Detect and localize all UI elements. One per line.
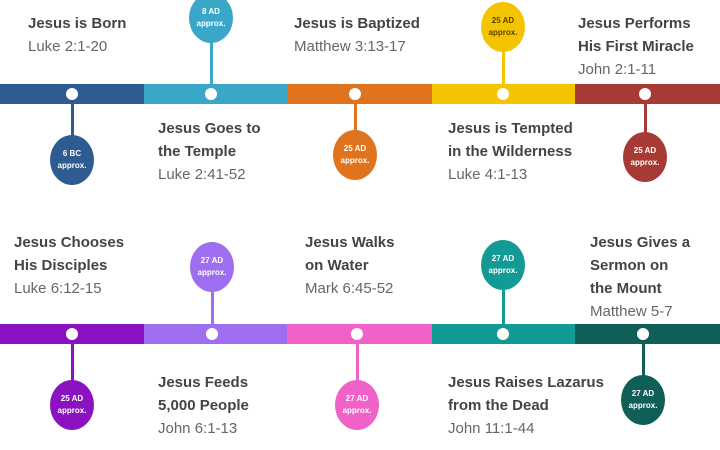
connector-line: [643, 94, 647, 157]
event-title: His First Miracle: [578, 38, 694, 55]
connector-line: [209, 18, 213, 94]
event-title: Jesus is Baptized: [294, 15, 420, 32]
date-label: 25 AD: [60, 394, 84, 403]
scripture-reference: Luke 2:1-20: [28, 38, 108, 55]
scripture-reference: John 6:1-13: [158, 420, 238, 437]
date-badge: 27 AD approx.: [335, 380, 379, 430]
date-badge: 6 BC approx.: [50, 135, 94, 185]
event-title: Jesus Chooses: [14, 234, 125, 251]
scripture-reference: Mark 6:45-52: [305, 280, 394, 297]
date-label: 27 AD: [491, 254, 515, 263]
timeline-marker: [66, 88, 78, 100]
event-title: in the Wilderness: [448, 143, 573, 160]
event-title: the Mount: [590, 280, 662, 297]
scripture-reference: Matthew 5-7: [590, 303, 673, 320]
timeline-marker: [639, 88, 651, 100]
event-title: Jesus Performs: [578, 15, 691, 32]
date-label: 6 BC: [62, 149, 82, 158]
date-label: 27 AD: [345, 394, 369, 403]
date-label: 25 AD: [343, 144, 367, 153]
connector-line: [70, 334, 74, 405]
date-badge: 27 AD approx.: [481, 240, 525, 290]
approx-label: approx.: [628, 401, 658, 410]
approx-label: approx.: [342, 406, 372, 415]
scripture-reference: Luke 4:1-13: [448, 166, 528, 183]
event-title: Jesus Feeds: [158, 374, 249, 391]
timeline-marker: [497, 88, 509, 100]
connector-line: [70, 94, 74, 160]
event-title: on Water: [305, 257, 369, 274]
connector-line: [210, 267, 214, 334]
timeline-marker: [205, 88, 217, 100]
event-title: Jesus Raises Lazarus: [448, 374, 604, 391]
event-title: Jesus is Born: [28, 15, 127, 32]
event-title: 5,000 People: [158, 397, 249, 414]
timeline-marker: [349, 88, 361, 100]
approx-label: approx.: [197, 268, 227, 277]
event-title: from the Dead: [448, 397, 549, 414]
approx-label: approx.: [630, 158, 660, 167]
event-title: Sermon on: [590, 257, 669, 274]
connector-line: [501, 265, 505, 334]
date-label: 8 AD: [202, 7, 220, 16]
date-badge: 25 AD approx.: [50, 380, 94, 430]
event-title: Jesus Goes to: [158, 120, 261, 137]
scripture-reference: Luke 6:12-15: [14, 280, 102, 297]
connector-line: [501, 27, 505, 94]
date-label: 27 AD: [200, 256, 224, 265]
date-badge: 27 AD approx.: [621, 375, 665, 425]
approx-label: approx.: [57, 161, 87, 170]
event-title: Jesus Walks: [305, 234, 395, 251]
approx-label: approx.: [488, 28, 518, 37]
scripture-reference: Matthew 3:13-17: [294, 38, 406, 55]
timeline-marker: [497, 328, 509, 340]
timeline-marker: [637, 328, 649, 340]
approx-label: approx.: [340, 156, 370, 165]
date-label: 27 AD: [631, 389, 655, 398]
scripture-reference: John 2:1-11: [578, 61, 657, 78]
approx-label: approx.: [196, 19, 226, 28]
timeline-marker: [351, 328, 363, 340]
date-badge: 25 AD approx.: [333, 130, 377, 180]
connector-line: [353, 94, 357, 155]
event-title: Jesus is Tempted: [448, 120, 573, 137]
scripture-reference: Luke 2:41-52: [158, 166, 246, 183]
approx-label: approx.: [488, 266, 518, 275]
event-title: His Disciples: [14, 257, 108, 274]
event-title: the Temple: [158, 143, 237, 160]
date-badge: 8 AD approx.: [189, 0, 233, 43]
date-badge: 25 AD approx.: [481, 2, 525, 52]
date-label: 25 AD: [633, 146, 657, 155]
timeline-marker: [206, 328, 218, 340]
timeline-marker: [66, 328, 78, 340]
event-title: Jesus Gives a: [590, 234, 691, 251]
date-badge: 25 AD approx.: [623, 132, 667, 182]
connector-line: [641, 334, 645, 400]
date-badge: 27 AD approx.: [190, 242, 234, 292]
approx-label: approx.: [57, 406, 87, 415]
date-label: 25 AD: [491, 16, 515, 25]
connector-line: [355, 334, 359, 405]
scripture-reference: John 11:1-44: [448, 420, 535, 437]
